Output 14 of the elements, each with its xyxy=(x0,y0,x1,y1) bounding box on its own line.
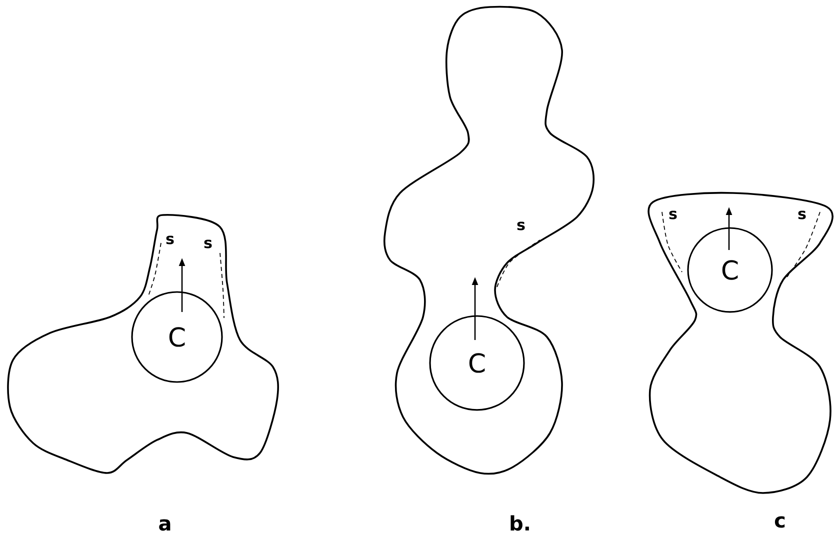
circle-node: C xyxy=(687,227,773,313)
blob-outline xyxy=(384,6,595,475)
letter-label: s xyxy=(517,222,525,230)
letter-label: s xyxy=(669,210,677,220)
circle-node: C xyxy=(429,315,525,411)
panel-label: a xyxy=(159,519,170,531)
panel-label: b. xyxy=(510,515,529,531)
blob-outline xyxy=(648,192,834,494)
letter-label: s xyxy=(798,210,806,220)
blob-outline xyxy=(7,214,279,474)
circle-node: C xyxy=(131,291,223,383)
panel-label: c xyxy=(774,516,785,528)
letter-label: s xyxy=(204,240,212,248)
letter-label: s xyxy=(166,236,174,244)
